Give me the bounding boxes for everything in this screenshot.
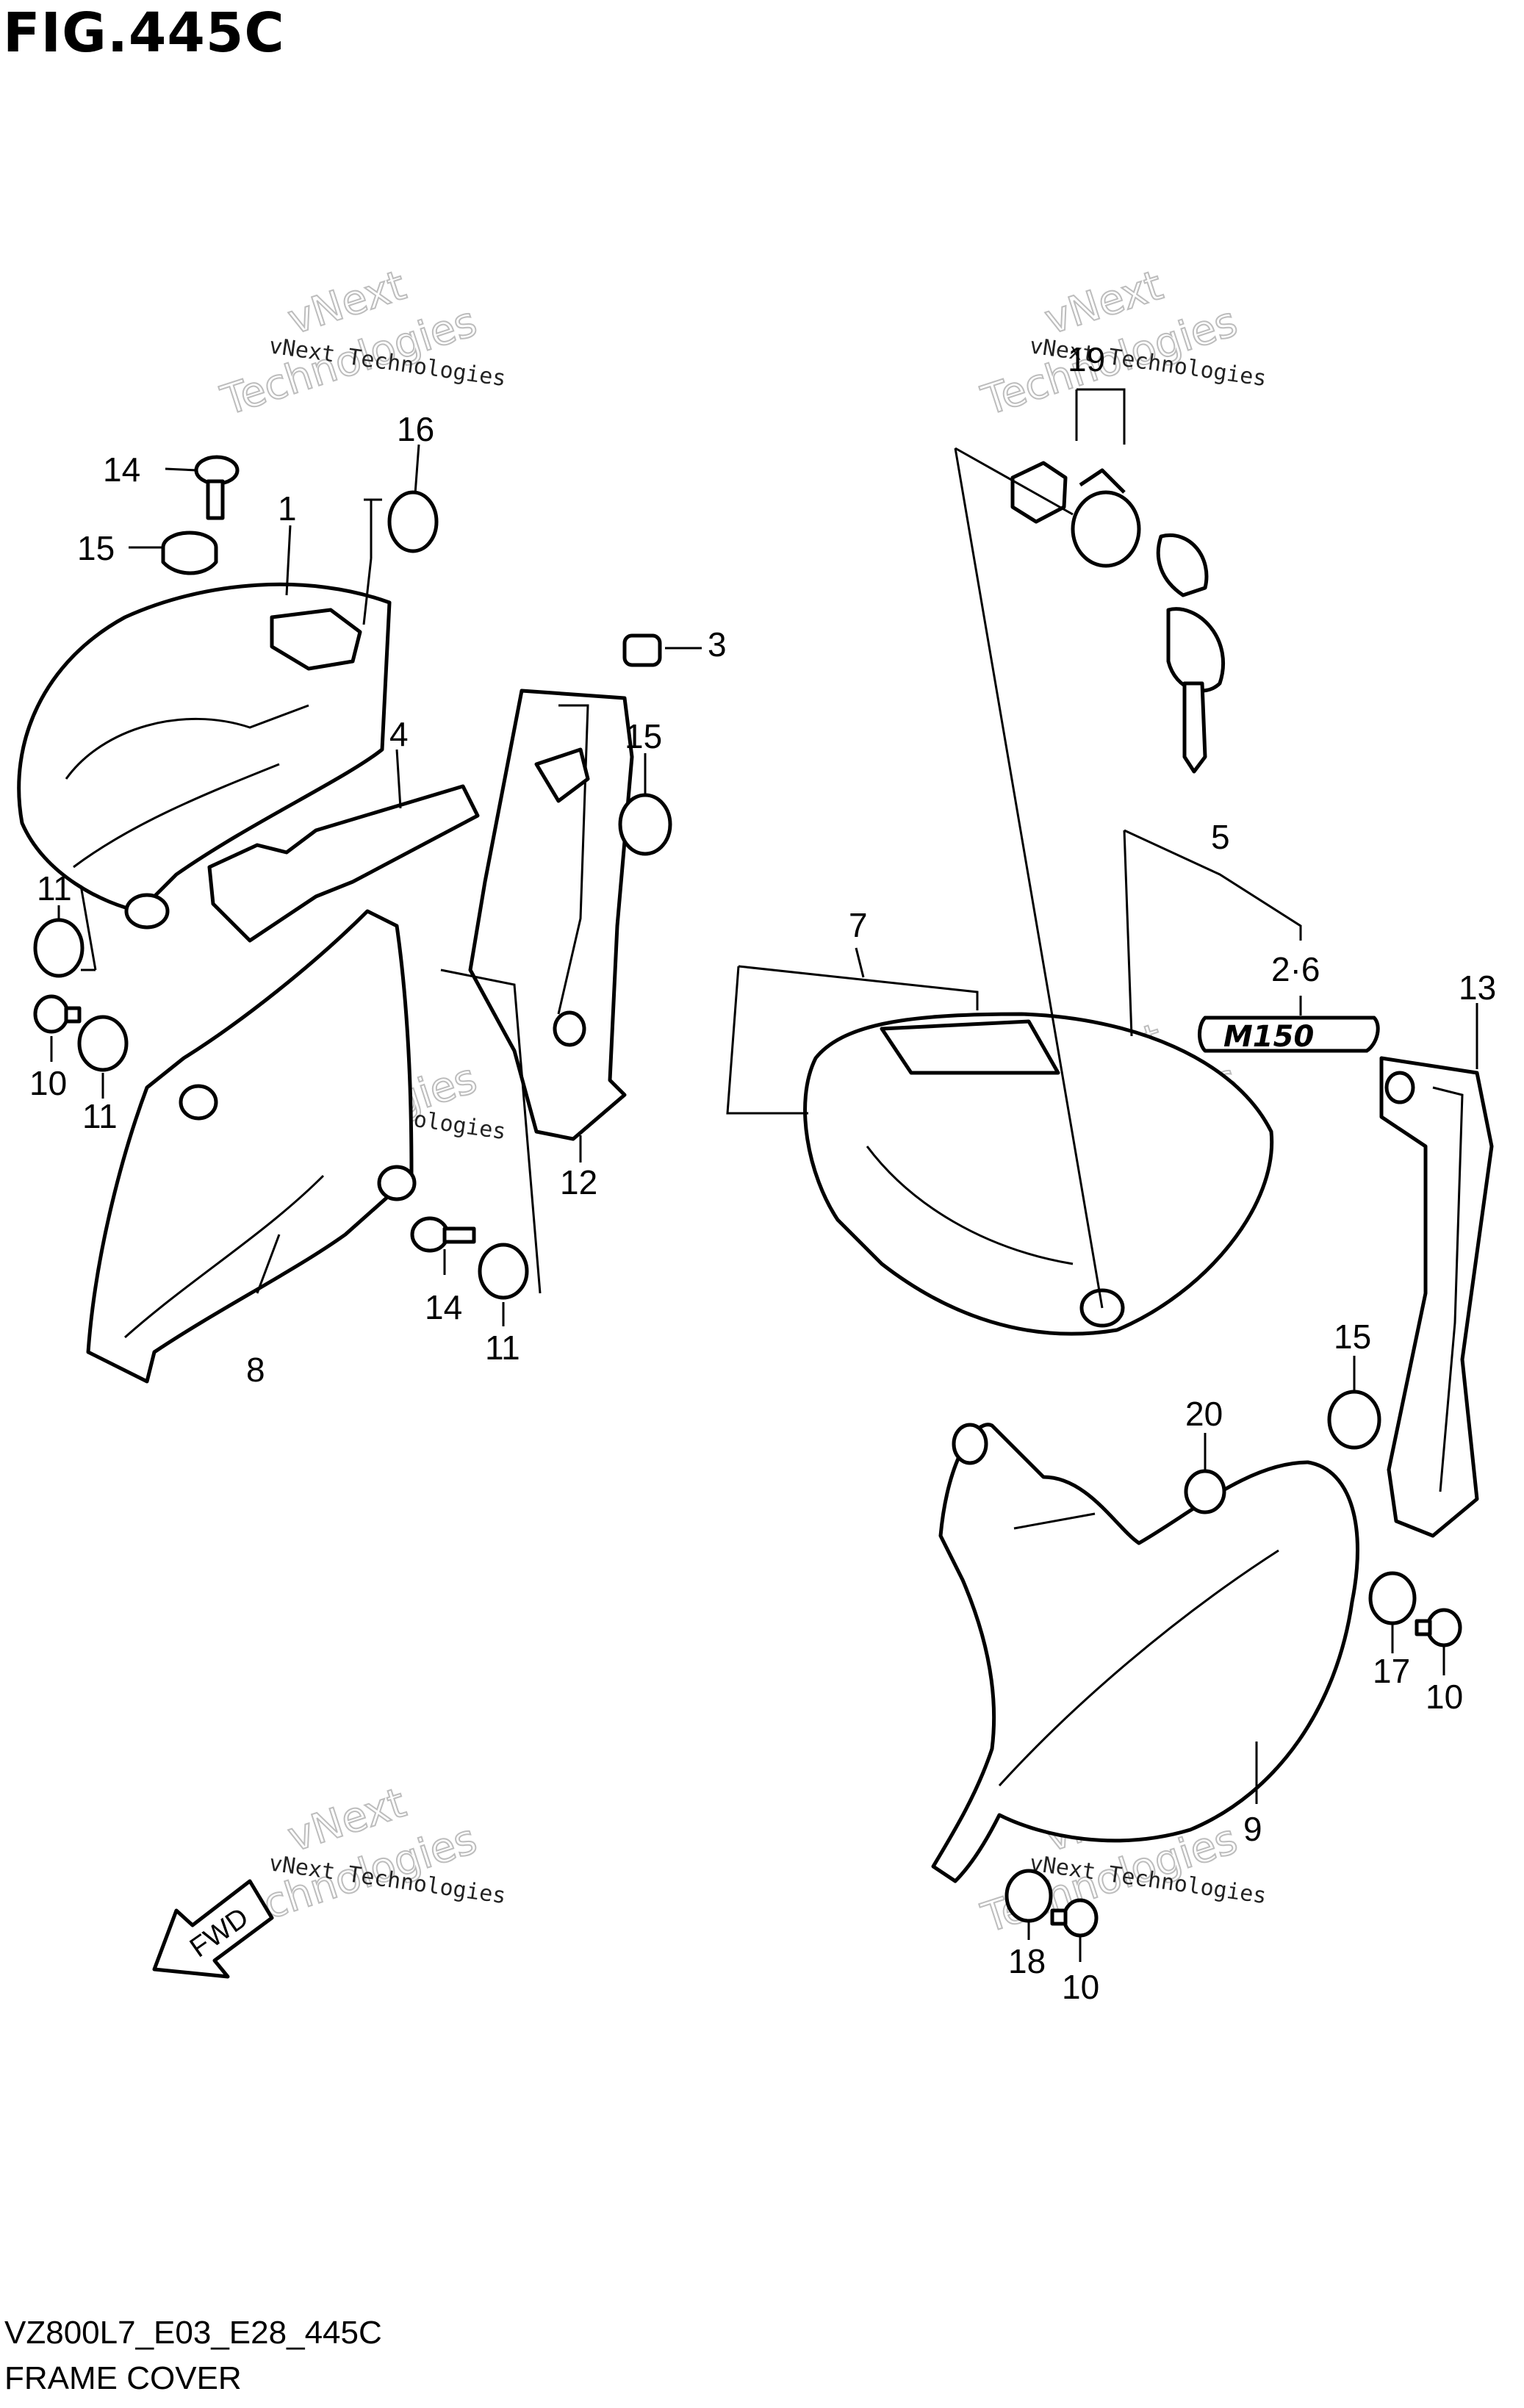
callout-8: 8 xyxy=(246,1351,265,1389)
callout-14: 14 xyxy=(425,1288,462,1326)
callout-9: 9 xyxy=(1243,1810,1262,1848)
callout-15: 15 xyxy=(77,529,115,567)
callout-10: 10 xyxy=(1062,1968,1099,2006)
drawing-code: VZ800L7_E03_E28_445C xyxy=(4,2315,382,2351)
part-15-grommet-top xyxy=(161,531,218,575)
callout-10: 10 xyxy=(29,1064,67,1102)
callout-18: 18 xyxy=(1008,1942,1046,1980)
part-17-grommet xyxy=(1368,1571,1417,1625)
part-15-grommet-mid xyxy=(618,793,672,856)
callout-7: 7 xyxy=(849,906,868,944)
callout-1: 1 xyxy=(278,489,297,528)
callout-2-6: 2·6 xyxy=(1271,950,1320,988)
callout-17: 17 xyxy=(1373,1652,1410,1690)
part-14-bolt-mid xyxy=(410,1216,476,1253)
callout-12: 12 xyxy=(560,1163,597,1201)
part-9-lower-cover xyxy=(931,1423,1359,1883)
callout-11: 11 xyxy=(485,1329,520,1367)
part-10-bolt-a xyxy=(33,994,82,1034)
callout-15: 15 xyxy=(625,717,662,755)
part-1-front-cover xyxy=(17,582,392,930)
callout-20: 20 xyxy=(1185,1395,1223,1433)
figure-title: FIG.445C xyxy=(3,1,285,65)
part-7-main-cover xyxy=(803,1012,1274,1336)
part-11-grommet-c xyxy=(478,1243,529,1300)
part-12-bracket xyxy=(468,689,634,1141)
part-20-grommet xyxy=(1184,1469,1226,1514)
part-11-grommet-a xyxy=(33,918,85,978)
callout-13: 13 xyxy=(1459,968,1496,1007)
part-18-grommet xyxy=(1004,1869,1053,1923)
part-13-trim-strip xyxy=(1379,1056,1494,1538)
figure-name: FRAME COVER xyxy=(4,2360,242,2396)
part-16-grommet xyxy=(387,490,439,553)
leader-lines xyxy=(50,388,1478,1962)
callout-4: 4 xyxy=(389,715,409,753)
fwd-arrow: FWD xyxy=(152,1879,274,1979)
callout-19: 19 xyxy=(1068,340,1105,378)
callout-11: 11 xyxy=(37,869,72,908)
callout-10: 10 xyxy=(1426,1678,1463,1716)
part-15-grommet-right xyxy=(1327,1390,1381,1450)
part-3-collar xyxy=(622,633,662,667)
part-10-bolt-b xyxy=(1415,1608,1462,1647)
callout-numbers: 14 15 1 16 3 4 15 11 10 11 12 14 11 8 19… xyxy=(29,340,1496,2006)
part-8-side-cover xyxy=(86,909,417,1384)
part-2-6-emblem: M150 xyxy=(1198,1016,1380,1054)
callout-15: 15 xyxy=(1334,1318,1371,1356)
callout-3: 3 xyxy=(708,625,727,664)
callout-14: 14 xyxy=(103,450,140,489)
callout-5: 5 xyxy=(1211,818,1230,856)
emblem-text: M150 xyxy=(1223,1020,1314,1054)
callout-16: 16 xyxy=(397,410,434,448)
part-10-bolt-c xyxy=(1050,1898,1099,1938)
part-4-plate xyxy=(207,784,480,943)
part-19-lock-set xyxy=(1010,461,1226,774)
part-11-grommet-b xyxy=(77,1015,129,1072)
watermark-top-left: vNext Technologies vNext Technologies xyxy=(215,261,507,426)
watermark-top-right: vNext Technologies vNext Technologies xyxy=(975,261,1268,426)
part-14-bolt-top xyxy=(194,455,240,520)
callout-11: 11 xyxy=(82,1097,118,1135)
